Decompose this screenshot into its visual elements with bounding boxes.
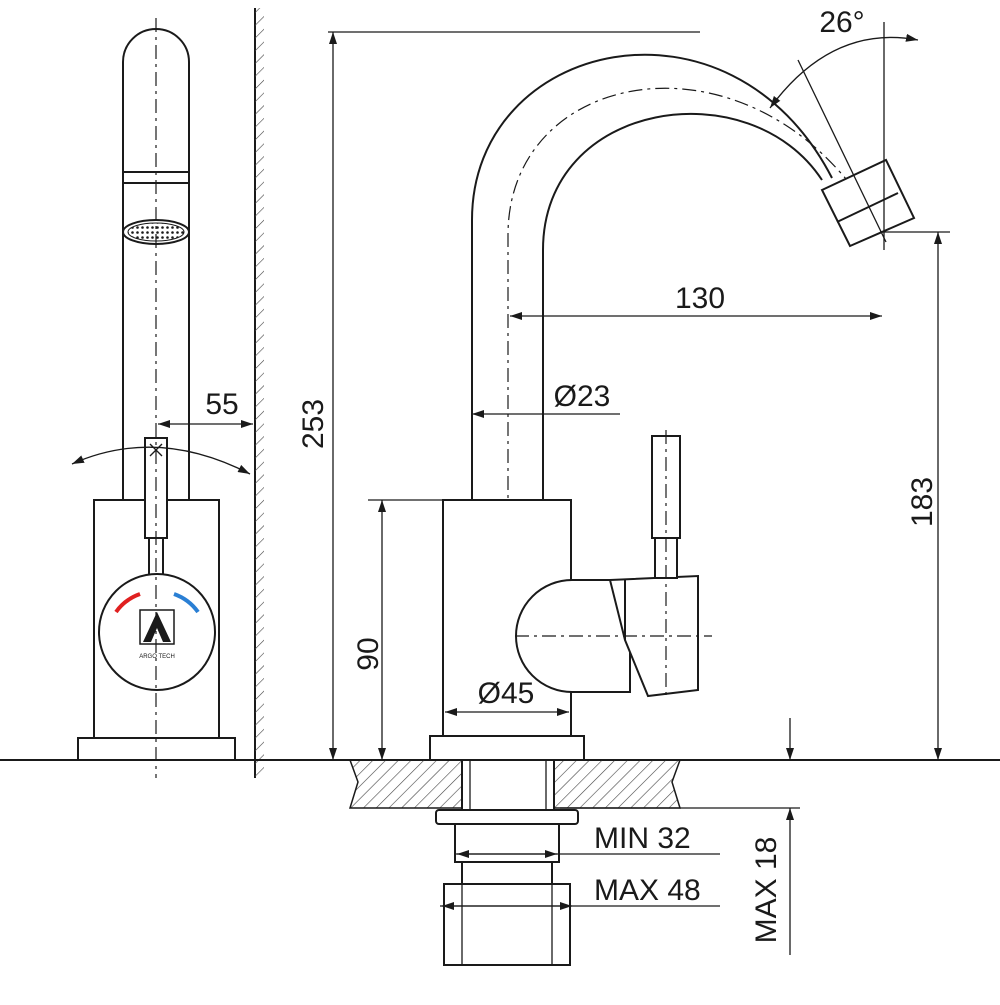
- front-view: 253 26° 130 183 Ø23 90 Ø45 MIN 32 MAX 48: [0, 6, 1000, 966]
- brand-logo: ARGO TECH: [139, 609, 175, 660]
- front-base-plate: [429, 735, 585, 761]
- dim-183-label: 183: [906, 477, 939, 527]
- cold-indicator: [173, 592, 200, 614]
- dim-130-label: 130: [675, 282, 725, 315]
- hot-indicator: [114, 592, 141, 614]
- mounting-washer: [435, 809, 579, 825]
- spout-tip-band: [836, 192, 899, 223]
- dim-d45-label: Ø45: [478, 677, 535, 710]
- logo-mark: [143, 612, 171, 642]
- dim-d23-label: Ø23: [554, 380, 611, 413]
- dim-max18-label: MAX 18: [750, 837, 783, 944]
- shank-upper: [461, 759, 555, 811]
- dim-26-arc: [769, 33, 919, 109]
- dim-90-label: 90: [352, 637, 385, 670]
- side-view: ARGO TECH 55: [71, 8, 264, 778]
- dim-253-label: 253: [297, 399, 330, 449]
- wall-hatch: [255, 8, 264, 778]
- spout-centerline: [507, 87, 863, 760]
- spout-outer-curve: [471, 53, 833, 500]
- dim-55-label: 55: [205, 388, 238, 421]
- dim-min32-label: MIN 32: [594, 822, 691, 855]
- spout-inner-curve: [542, 112, 823, 500]
- mounting-nut: [454, 823, 560, 863]
- dim-max48-label: MAX 48: [594, 874, 701, 907]
- side-rotation-arc: [71, 446, 251, 475]
- dim-26-label: 26°: [819, 6, 864, 39]
- spout-tip: [820, 158, 916, 248]
- hose-connector: [443, 883, 571, 966]
- logo-text: ARGO TECH: [139, 654, 175, 660]
- shank-middle: [461, 861, 553, 885]
